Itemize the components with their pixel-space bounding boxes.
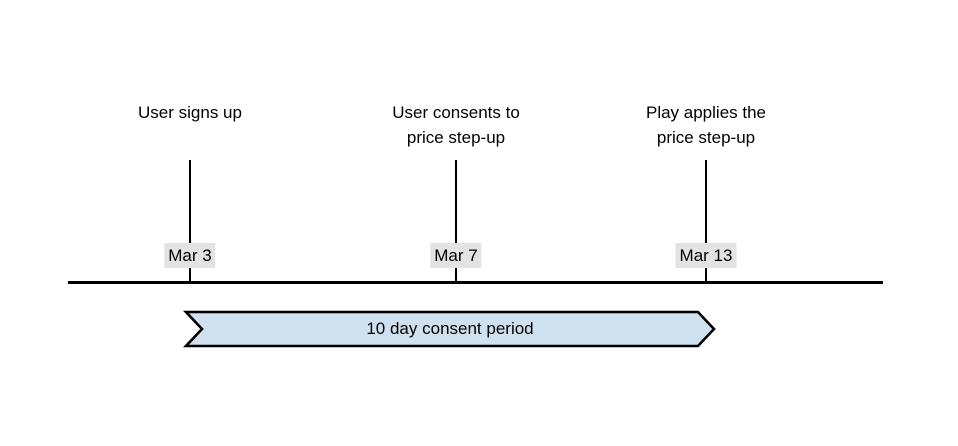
timeline-axis bbox=[68, 281, 883, 284]
event-marker-user-consents: User consents to price step-up bbox=[326, 100, 586, 150]
tick-line-mar-7 bbox=[455, 160, 457, 282]
event-label-play-applies: Play applies the price step-up bbox=[645, 103, 767, 147]
event-label-user-signs-up: User signs up bbox=[138, 103, 242, 122]
event-marker-user-signs-up: User signs up bbox=[60, 100, 320, 125]
tick-line-mar-13 bbox=[705, 160, 707, 282]
event-marker-play-applies: Play applies the price step-up bbox=[576, 100, 836, 150]
date-chip-mar-13: Mar 13 bbox=[675, 243, 737, 268]
event-label-user-consents: User consents to price step-up bbox=[392, 103, 520, 147]
tick-line-mar-3 bbox=[189, 160, 191, 282]
consent-period-banner: 10 day consent period bbox=[186, 312, 714, 346]
consent-period-chevron-shape bbox=[186, 312, 714, 346]
date-chip-mar-7: Mar 7 bbox=[430, 243, 482, 268]
date-chip-mar-3: Mar 3 bbox=[164, 243, 216, 268]
